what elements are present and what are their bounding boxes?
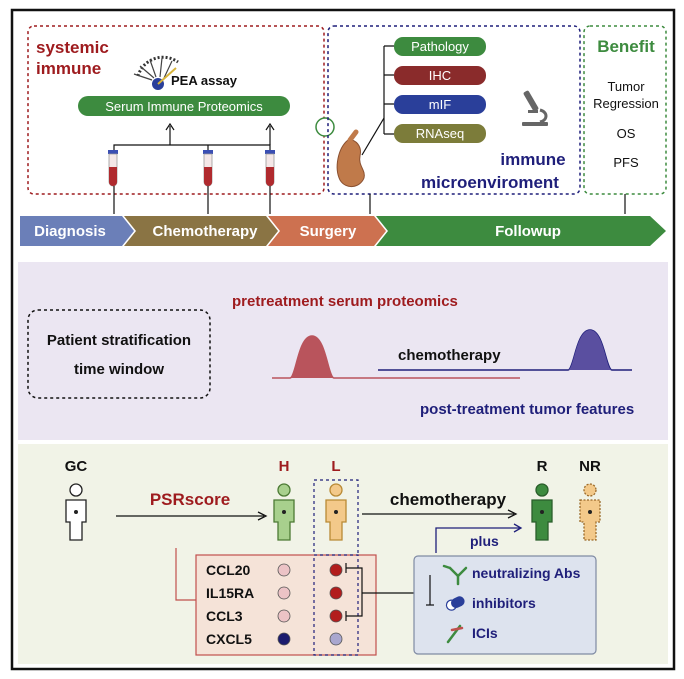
method-pathology-label: Pathology bbox=[411, 39, 469, 54]
timeline-chemotherapy-label: Chemotherapy bbox=[152, 223, 258, 240]
link-circle bbox=[315, 117, 335, 137]
method-mif bbox=[394, 95, 486, 114]
middle-panel bbox=[18, 262, 668, 440]
pea-assay-label: PEA assay bbox=[171, 73, 238, 88]
method-pathology bbox=[394, 37, 486, 56]
timeline-diagnosis-label: Diagnosis bbox=[34, 223, 106, 240]
h-label: H bbox=[279, 458, 290, 475]
antibody-icon bbox=[442, 564, 468, 586]
timeline-followup-label: Followup bbox=[495, 223, 561, 240]
method-ihc-label: IHC bbox=[429, 68, 451, 83]
l-dot-il15ra bbox=[329, 586, 343, 600]
r-label: R bbox=[537, 458, 548, 475]
ici-icon bbox=[446, 624, 464, 644]
protein-il15ra: IL15RA bbox=[206, 585, 254, 601]
treatment-icis: ICIs bbox=[472, 625, 498, 641]
method-bracket bbox=[361, 45, 394, 156]
posttreatment-peak bbox=[568, 330, 612, 370]
window-line1: Patient stratification bbox=[47, 332, 191, 349]
protein-link bbox=[175, 548, 196, 601]
stomach-icon bbox=[336, 129, 365, 187]
benefit-pfs: PFS bbox=[613, 155, 639, 170]
protein-ccl3: CCL3 bbox=[206, 608, 243, 624]
l-dot-cxcl5 bbox=[329, 632, 343, 646]
bottom-chemo-label: chemotherapy bbox=[390, 490, 507, 509]
benefit-tumor: Tumor bbox=[607, 79, 645, 94]
pretreatment-label: pretreatment serum proteomics bbox=[232, 293, 458, 310]
method-mif-label: mIF bbox=[429, 97, 451, 112]
treatment-bracket bbox=[426, 575, 434, 606]
timeline-diagnosis bbox=[20, 216, 134, 246]
timeline-surgery bbox=[268, 216, 386, 246]
timeline-chemotherapy bbox=[124, 216, 278, 246]
gc-label: GC bbox=[65, 458, 88, 475]
person-icon bbox=[579, 483, 601, 541]
timeline-followup bbox=[376, 216, 666, 246]
benefit-regression: Regression bbox=[593, 96, 659, 111]
person-icon bbox=[65, 483, 87, 541]
benefit-box bbox=[583, 25, 667, 195]
microenv-line1: immune bbox=[500, 150, 565, 169]
window-line2: time window bbox=[74, 361, 164, 378]
benefit-title: Benefit bbox=[597, 37, 655, 56]
timeline bbox=[20, 216, 666, 246]
microenvironment-box bbox=[327, 25, 581, 195]
h-dot-ccl20 bbox=[277, 563, 291, 577]
h-dot-ccl3 bbox=[277, 609, 291, 623]
plus-arrow bbox=[435, 527, 520, 553]
serum-proteomics-label: Serum Immune Proteomics bbox=[105, 99, 263, 114]
plus-label: plus bbox=[470, 533, 499, 549]
psr-label: PSRscore bbox=[150, 490, 230, 509]
l-dot-ccl20 bbox=[329, 563, 343, 577]
pretreatment-peak bbox=[290, 336, 334, 378]
pill-icon bbox=[445, 596, 465, 611]
pea-gauge-icon bbox=[133, 55, 179, 90]
systemic-immune-box bbox=[27, 25, 325, 195]
blood-tube-icon bbox=[265, 150, 275, 187]
microenv-line2: microenviroment bbox=[421, 173, 559, 192]
timeline-links bbox=[113, 186, 626, 214]
blood-tube-icon bbox=[203, 150, 213, 187]
treatment-inhibitors: inhibitors bbox=[472, 595, 536, 611]
systemic-title-line2: immune bbox=[36, 59, 101, 78]
protein-ccl20: CCL20 bbox=[206, 562, 251, 578]
microscope-icon bbox=[522, 90, 548, 126]
posttreatment-label: post-treatment tumor features bbox=[420, 401, 634, 418]
h-dot-cxcl5 bbox=[277, 632, 291, 646]
l-label: L bbox=[331, 458, 340, 475]
h-dot-il15ra bbox=[277, 586, 291, 600]
treatment-abs: neutralizing Abs bbox=[472, 565, 581, 581]
middle-chemo-label: chemotherapy bbox=[398, 347, 501, 364]
stratification-box bbox=[27, 309, 211, 399]
method-ihc bbox=[394, 66, 486, 85]
method-rnaseq-label: RNAseq bbox=[416, 126, 464, 141]
inhibition-bracket bbox=[345, 563, 414, 621]
systemic-title-line1: systemic bbox=[36, 38, 109, 57]
person-icon bbox=[273, 483, 295, 541]
protein-cxcl5: CXCL5 bbox=[206, 631, 252, 647]
method-rnaseq bbox=[394, 124, 486, 143]
benefit-os: OS bbox=[617, 126, 636, 141]
l-dot-ccl3 bbox=[329, 609, 343, 623]
timeline-surgery-label: Surgery bbox=[300, 223, 357, 240]
blood-tube-icon bbox=[108, 150, 118, 187]
outer-frame bbox=[10, 8, 676, 671]
nr-label: NR bbox=[579, 458, 601, 475]
tube-connectors bbox=[113, 122, 275, 150]
serum-proteomics-pill bbox=[78, 96, 290, 116]
person-icon bbox=[325, 483, 347, 541]
person-icon bbox=[531, 483, 553, 541]
